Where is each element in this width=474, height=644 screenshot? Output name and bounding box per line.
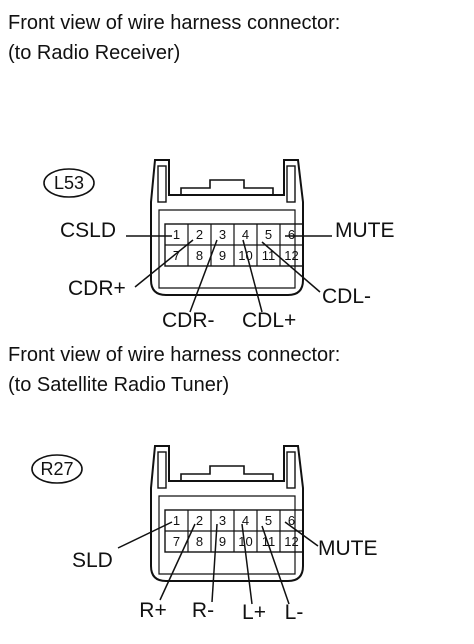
signal-label-pin-5: CDL-: [322, 285, 371, 308]
pin-number: 8: [196, 248, 203, 263]
leader-line: [241, 523, 253, 605]
pin-number: 1: [173, 513, 180, 528]
signal-label-pin-4: L+: [242, 601, 266, 624]
pin-number: 11: [262, 248, 276, 263]
pin-number: 4: [242, 513, 249, 528]
latch-tab-left: [157, 165, 167, 203]
caption-radio-receiver-line1: Front view of wire harness connector:: [8, 12, 341, 34]
pin-number: 7: [173, 534, 180, 549]
leader-line: [189, 239, 218, 313]
connector-housing: [150, 445, 304, 582]
keying-block: [180, 179, 274, 195]
pin-number: 5: [265, 513, 272, 528]
pin-number: 4: [242, 227, 249, 242]
pin-number: 6: [288, 513, 295, 528]
signal-label-pin-5: L-: [285, 601, 304, 624]
signal-label-pin-6: MUTE: [318, 537, 378, 560]
leader-line: [261, 241, 321, 293]
leader-line: [211, 523, 218, 603]
signal-label-pin-3: R-: [192, 599, 214, 622]
pin-number: 12: [284, 534, 298, 549]
leader-line: [242, 239, 263, 313]
connector-id-oval: [31, 454, 83, 484]
cavity-frame: [158, 209, 296, 289]
pin-number: 2: [196, 513, 203, 528]
latch-tab-right: [286, 451, 296, 489]
latch-tab-left: [157, 451, 167, 489]
pin-number: 5: [265, 227, 272, 242]
connector-housing: [150, 159, 304, 296]
pin-number: 3: [219, 513, 226, 528]
cavity-frame: [158, 495, 296, 575]
pin-number: 10: [238, 248, 252, 263]
signal-label-pin-1: SLD: [72, 549, 113, 572]
signal-label-pin-2: CDR+: [68, 277, 126, 300]
signal-label-pin-6: MUTE: [335, 219, 395, 242]
signal-label-pin-3: CDR-: [162, 309, 215, 332]
leader-line: [284, 521, 319, 547]
pin-number: 9: [219, 534, 226, 549]
pin-number: 10: [238, 534, 252, 549]
latch-tab-right: [286, 165, 296, 203]
pin-number: 1: [173, 227, 180, 242]
pin-number: 7: [173, 248, 180, 263]
leader-line: [117, 521, 173, 549]
leader-line: [159, 523, 196, 601]
caption-radio-receiver-line2: (to Radio Receiver): [8, 42, 181, 64]
connector-id-label: L53: [54, 173, 84, 193]
caption-satellite-tuner-line2: (to Satellite Radio Tuner): [8, 374, 230, 396]
pin-number: 2: [196, 227, 203, 242]
signal-label-pin-2: R+: [139, 599, 166, 622]
leader-line: [134, 239, 194, 288]
pin-number: 6: [288, 227, 295, 242]
pin-number: 9: [219, 248, 226, 263]
connector-id-oval: [43, 168, 95, 198]
leader-line: [261, 525, 290, 605]
connector-id-label: R27: [40, 459, 73, 479]
caption-satellite-tuner-line1: Front view of wire harness connector:: [8, 344, 341, 366]
signal-label-pin-4: CDL+: [242, 309, 296, 332]
pin-number: 12: [284, 248, 298, 263]
pin-number: 11: [262, 534, 276, 549]
keying-block: [180, 465, 274, 481]
signal-label-pin-1: CSLD: [60, 219, 116, 242]
pin-number: 3: [219, 227, 226, 242]
pin-number: 8: [196, 534, 203, 549]
